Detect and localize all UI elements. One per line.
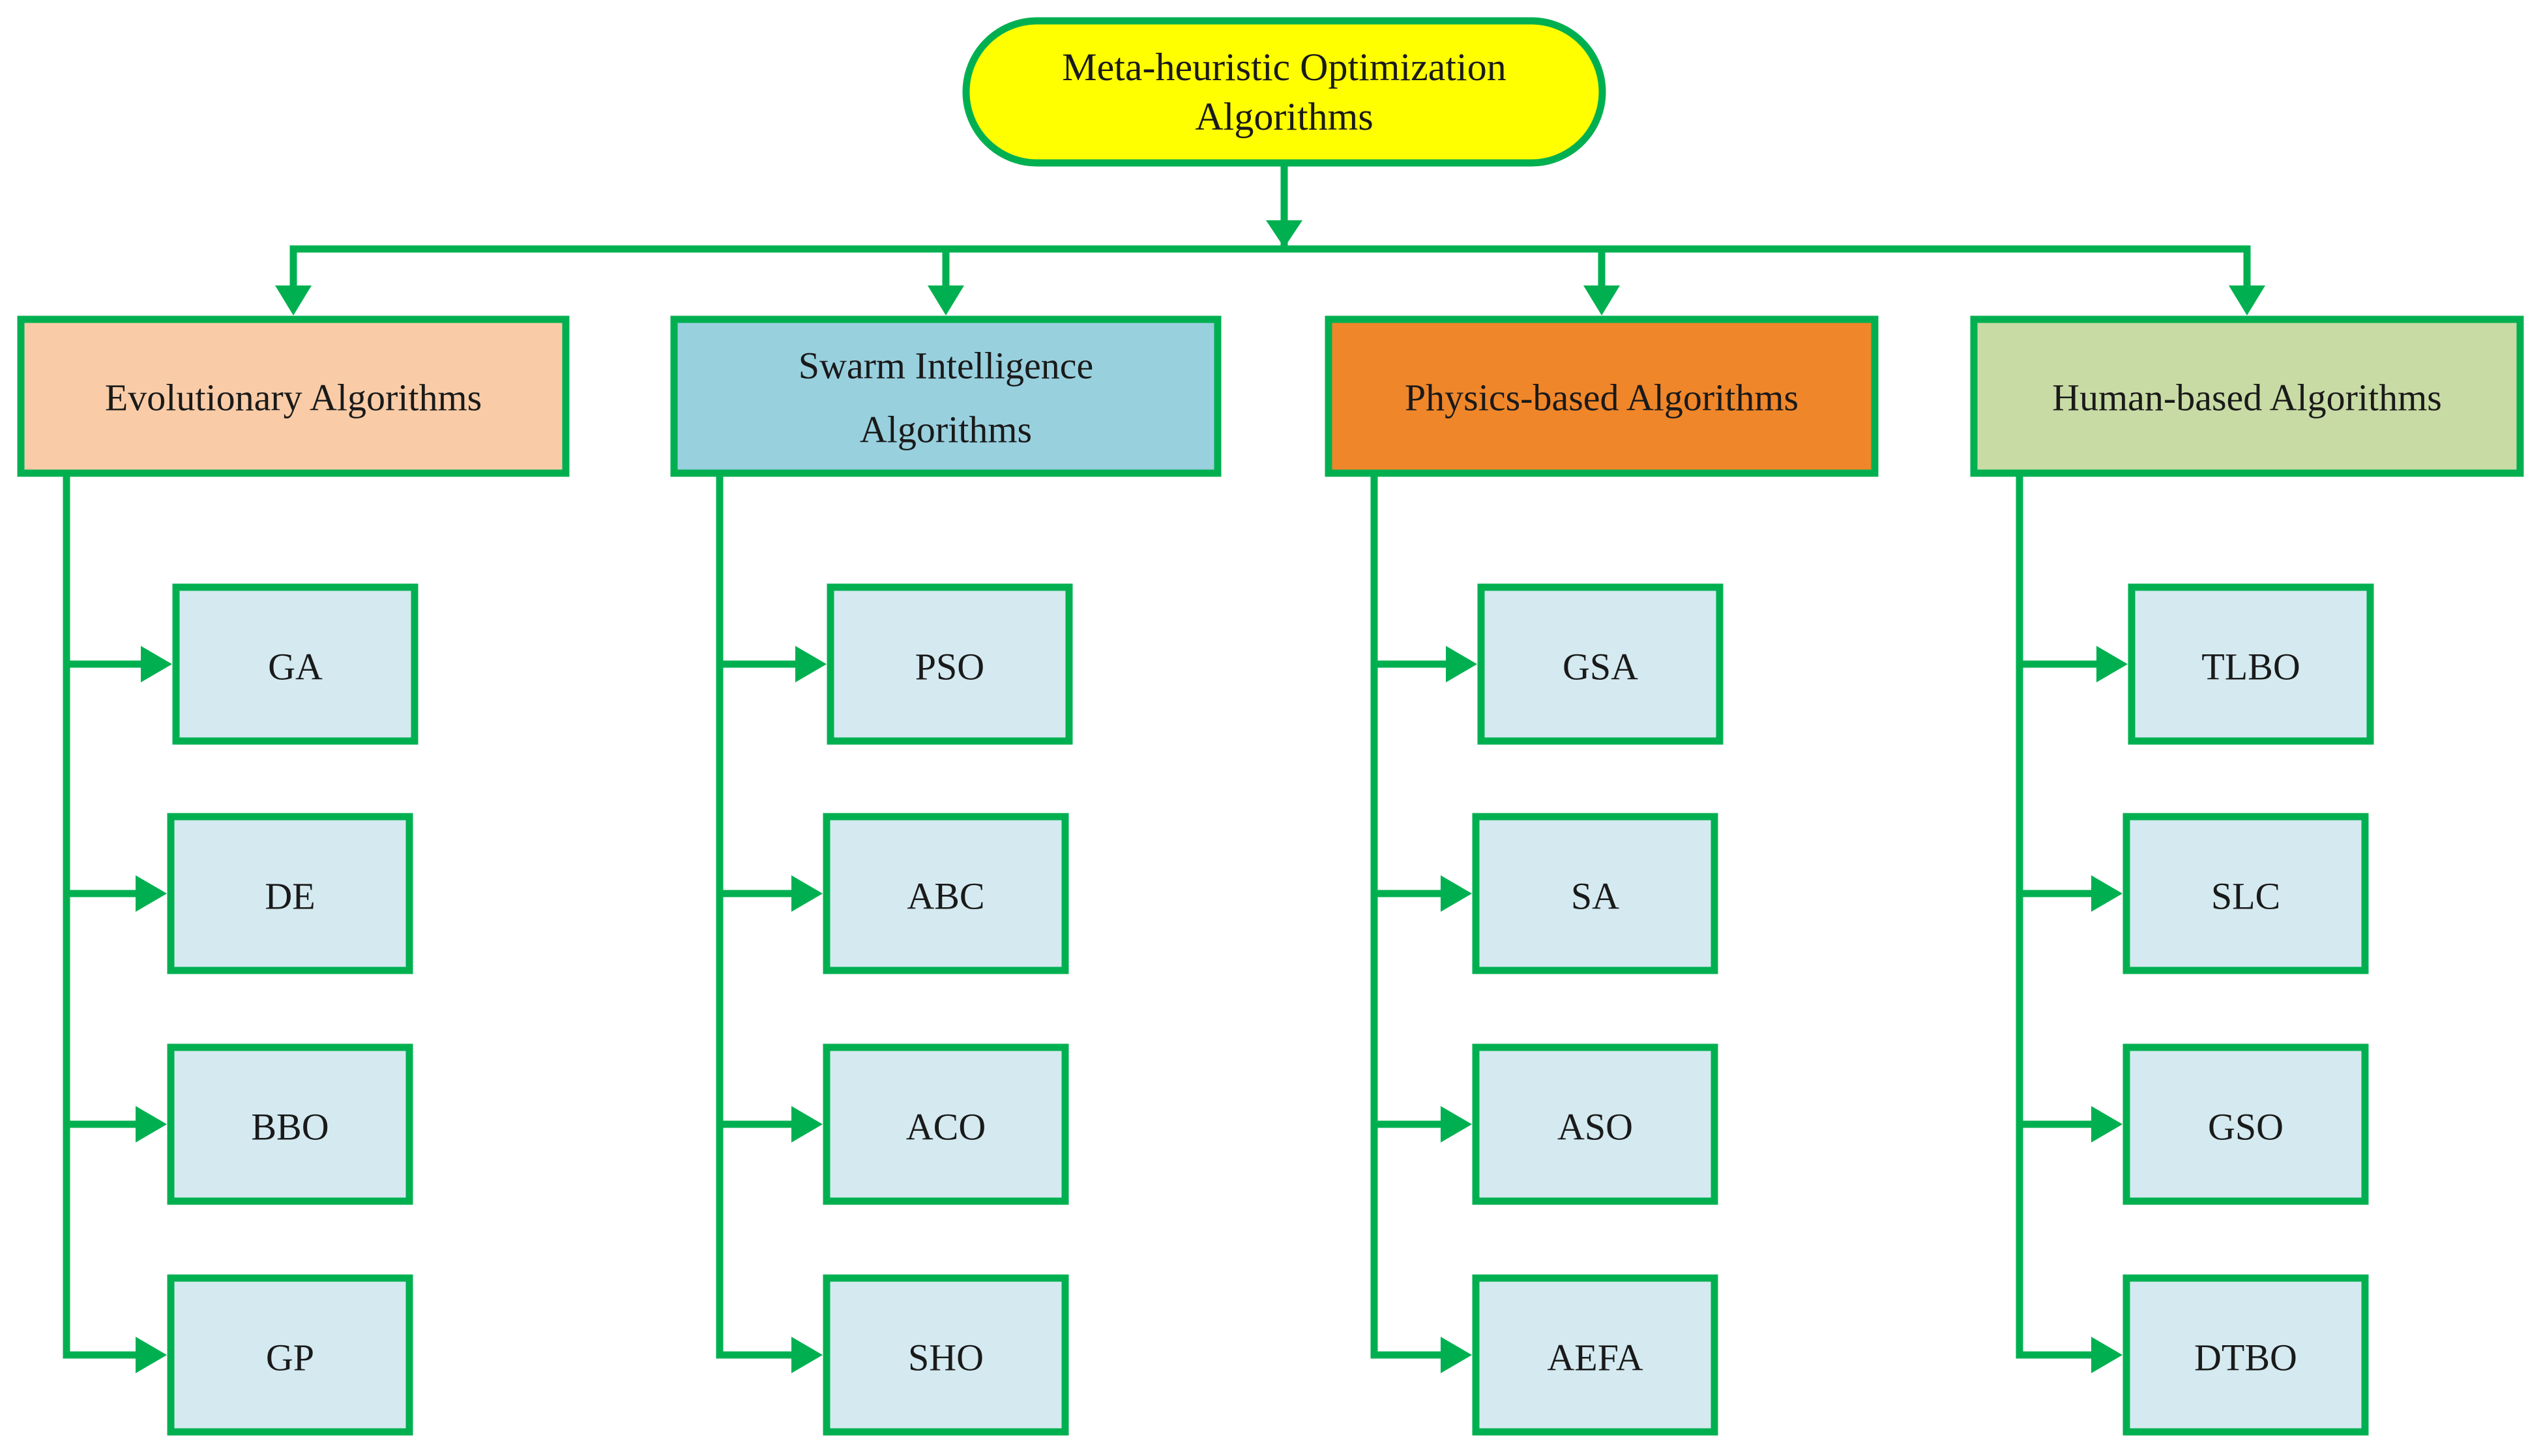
leaf-box xyxy=(1472,1274,1718,1436)
leaf-node-abc: ABC xyxy=(823,813,1069,974)
leaf-node-slc: SLC xyxy=(2122,813,2369,974)
leaf-node-bbo: BBO xyxy=(167,1043,413,1205)
leaf-arrowhead xyxy=(791,875,823,912)
leaf-arrowhead xyxy=(136,875,167,912)
leaf-node-gp: GP xyxy=(167,1274,413,1436)
leaf-box xyxy=(1477,583,1724,745)
leaf-arrowhead xyxy=(1441,875,1472,912)
leaf-arrowhead xyxy=(2091,1106,2122,1143)
leaf-box xyxy=(2122,1043,2369,1205)
leaf-box xyxy=(2122,813,2369,974)
leaf-label: ASO xyxy=(1557,1106,1633,1148)
leaf-box xyxy=(2128,583,2374,745)
leaf-label: DE xyxy=(265,875,315,918)
leaf-arrowhead xyxy=(791,1337,823,1373)
category-arrowhead xyxy=(1583,285,1620,315)
category-box xyxy=(17,315,570,477)
leaf-label: TLBO xyxy=(2201,646,2300,688)
leaf-box xyxy=(823,1274,1069,1436)
connector-lines xyxy=(63,160,2265,1373)
leaf-node-aco: ACO xyxy=(823,1043,1069,1205)
category-box xyxy=(1325,315,1879,477)
category-node-evolutionary: Evolutionary Algorithms xyxy=(17,315,570,477)
category-node-human: Human-based Algorithms xyxy=(1970,315,2524,477)
leaf-label: PSO xyxy=(915,646,984,688)
leaf-box xyxy=(823,1043,1069,1205)
node-label-line: Algorithms xyxy=(1195,95,1373,138)
leaf-label: ABC xyxy=(907,875,984,918)
leaf-arrowhead xyxy=(141,646,172,682)
leaf-label: BBO xyxy=(251,1106,329,1148)
diagram-nodes: Meta-heuristic OptimizationAlgorithmsEvo… xyxy=(17,17,2524,1436)
leaf-node-gso: GSO xyxy=(2122,1043,2369,1205)
leaf-arrowhead xyxy=(2091,875,2122,912)
node-label-line: Algorithms xyxy=(860,409,1032,451)
node-label-line: Meta-heuristic Optimization xyxy=(1062,46,1506,89)
leaf-arrowhead xyxy=(2091,1337,2122,1373)
root-stem-arrowhead xyxy=(1266,220,1302,248)
leaf-node-aso: ASO xyxy=(1472,1043,1718,1205)
leaf-box xyxy=(167,813,413,974)
leaf-label: AEFA xyxy=(1547,1337,1643,1379)
node-label-line: Swarm Intelligence xyxy=(799,345,1094,387)
leaf-arrowhead xyxy=(136,1106,167,1143)
leaf-box xyxy=(823,813,1069,974)
node-label-line: Human-based Algorithms xyxy=(2052,377,2442,419)
leaf-box xyxy=(167,1043,413,1205)
leaf-label: GSA xyxy=(1563,646,1638,688)
node-label-line: Evolutionary Algorithms xyxy=(105,377,482,419)
leaf-arrowhead xyxy=(136,1337,167,1373)
leaf-label: SHO xyxy=(908,1337,984,1379)
category-arrowhead xyxy=(2229,285,2265,315)
leaf-node-tlbo: TLBO xyxy=(2128,583,2374,745)
leaf-box xyxy=(2122,1274,2369,1436)
leaf-arrowhead xyxy=(791,1106,823,1143)
leaf-node-sa: SA xyxy=(1472,813,1718,974)
leaf-label: GA xyxy=(268,646,323,688)
leaf-arrowhead xyxy=(2096,646,2128,682)
leaf-arrowhead xyxy=(1446,646,1477,682)
node-label-line: Physics-based Algorithms xyxy=(1405,377,1799,419)
leaf-label: DTBO xyxy=(2194,1337,2297,1379)
leaf-box xyxy=(1472,813,1718,974)
category-node-physics: Physics-based Algorithms xyxy=(1325,315,1879,477)
leaf-label: GP xyxy=(266,1337,314,1379)
leaf-node-dtbo: DTBO xyxy=(2122,1274,2369,1436)
leaf-node-ga: GA xyxy=(172,583,419,745)
leaf-node-de: DE xyxy=(167,813,413,974)
leaf-node-aefa: AEFA xyxy=(1472,1274,1718,1436)
leaf-box xyxy=(1472,1043,1718,1205)
leaf-label: ACO xyxy=(906,1106,986,1148)
category-arrowhead xyxy=(928,285,964,315)
leaf-arrowhead xyxy=(1441,1106,1472,1143)
category-arrowhead xyxy=(275,285,312,315)
leaf-node-sho: SHO xyxy=(823,1274,1069,1436)
leaf-node-pso: PSO xyxy=(827,583,1073,745)
root-node-box xyxy=(962,17,1606,167)
leaf-label: SLC xyxy=(2211,875,2280,918)
leaf-box xyxy=(167,1274,413,1436)
leaf-node-gsa: GSA xyxy=(1477,583,1724,745)
leaf-label: GSO xyxy=(2208,1106,2284,1148)
leaf-label: SA xyxy=(1571,875,1619,918)
leaf-arrowhead xyxy=(795,646,827,682)
category-box xyxy=(670,315,1222,477)
category-box xyxy=(1970,315,2524,477)
leaf-arrowhead xyxy=(1441,1337,1472,1373)
leaf-box xyxy=(172,583,419,745)
leaf-box xyxy=(827,583,1073,745)
